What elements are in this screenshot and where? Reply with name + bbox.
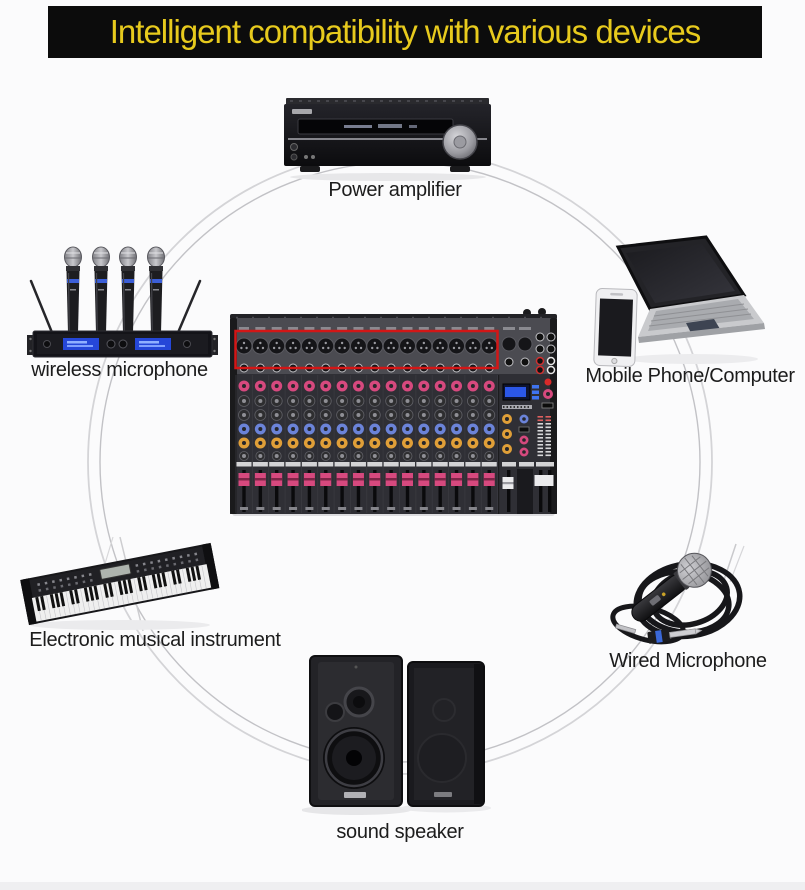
speaker-left	[309, 655, 403, 807]
receiver-display-left	[63, 338, 99, 350]
power-amplifier-label: Power amplifier	[328, 179, 462, 201]
title-banner: Intelligent compatibility with various d…	[48, 6, 762, 58]
channel-separators	[235, 375, 499, 513]
microphone	[631, 552, 712, 622]
xlr-input-row	[235, 327, 498, 373]
wireless-microphone-label: wireless microphone	[31, 359, 208, 381]
master-jack-section	[501, 327, 556, 375]
mic-switch	[649, 595, 661, 606]
channel-strips	[236, 380, 497, 512]
rca-jack-red	[535, 356, 545, 366]
wired-microphone-image	[610, 543, 745, 645]
wireless-microphone-image	[27, 246, 218, 358]
receiver-unit	[27, 330, 218, 358]
sound-speaker-label: sound speaker	[336, 821, 464, 843]
mobile-phone-computer-image	[593, 235, 765, 368]
amp-phones-jack	[290, 143, 298, 151]
bottom-strip	[0, 882, 805, 890]
second-plug	[615, 623, 637, 634]
quarter-inch-plug	[647, 628, 703, 644]
wired-microphone-label: Wired Microphone	[609, 650, 767, 672]
laptop-screen	[626, 244, 735, 303]
amp-logo	[292, 109, 312, 114]
amp-display	[297, 118, 454, 135]
keyboard-body	[20, 542, 220, 626]
record-button	[544, 378, 552, 386]
audio-mixer-image	[230, 308, 557, 516]
smartphone	[593, 288, 638, 368]
page-title: Intelligent compatibility with various d…	[109, 13, 701, 50]
amplifier-body	[284, 98, 491, 181]
laptop	[615, 235, 765, 343]
receiver-antenna-left	[29, 279, 55, 337]
smartphone-screen	[598, 298, 634, 357]
mobile-phone-computer-label: Mobile Phone/Computer	[585, 365, 795, 387]
master-control-section	[498, 375, 554, 514]
keyboard-display	[99, 563, 132, 580]
power-amplifier-image	[284, 98, 491, 181]
electronic-instrument-image	[20, 536, 220, 632]
rca-jack-white	[546, 356, 556, 366]
xlr-highlight-box	[234, 329, 499, 370]
receiver-display-right	[135, 338, 171, 350]
electronic-instrument-label: Electronic musical instrument	[29, 629, 281, 651]
led-meter	[537, 416, 551, 457]
sound-speaker-image	[302, 655, 491, 815]
receiver-antenna-right	[175, 279, 202, 337]
handheld-mics	[64, 246, 165, 333]
speaker-right	[407, 661, 485, 807]
speaker-logo	[344, 792, 366, 798]
